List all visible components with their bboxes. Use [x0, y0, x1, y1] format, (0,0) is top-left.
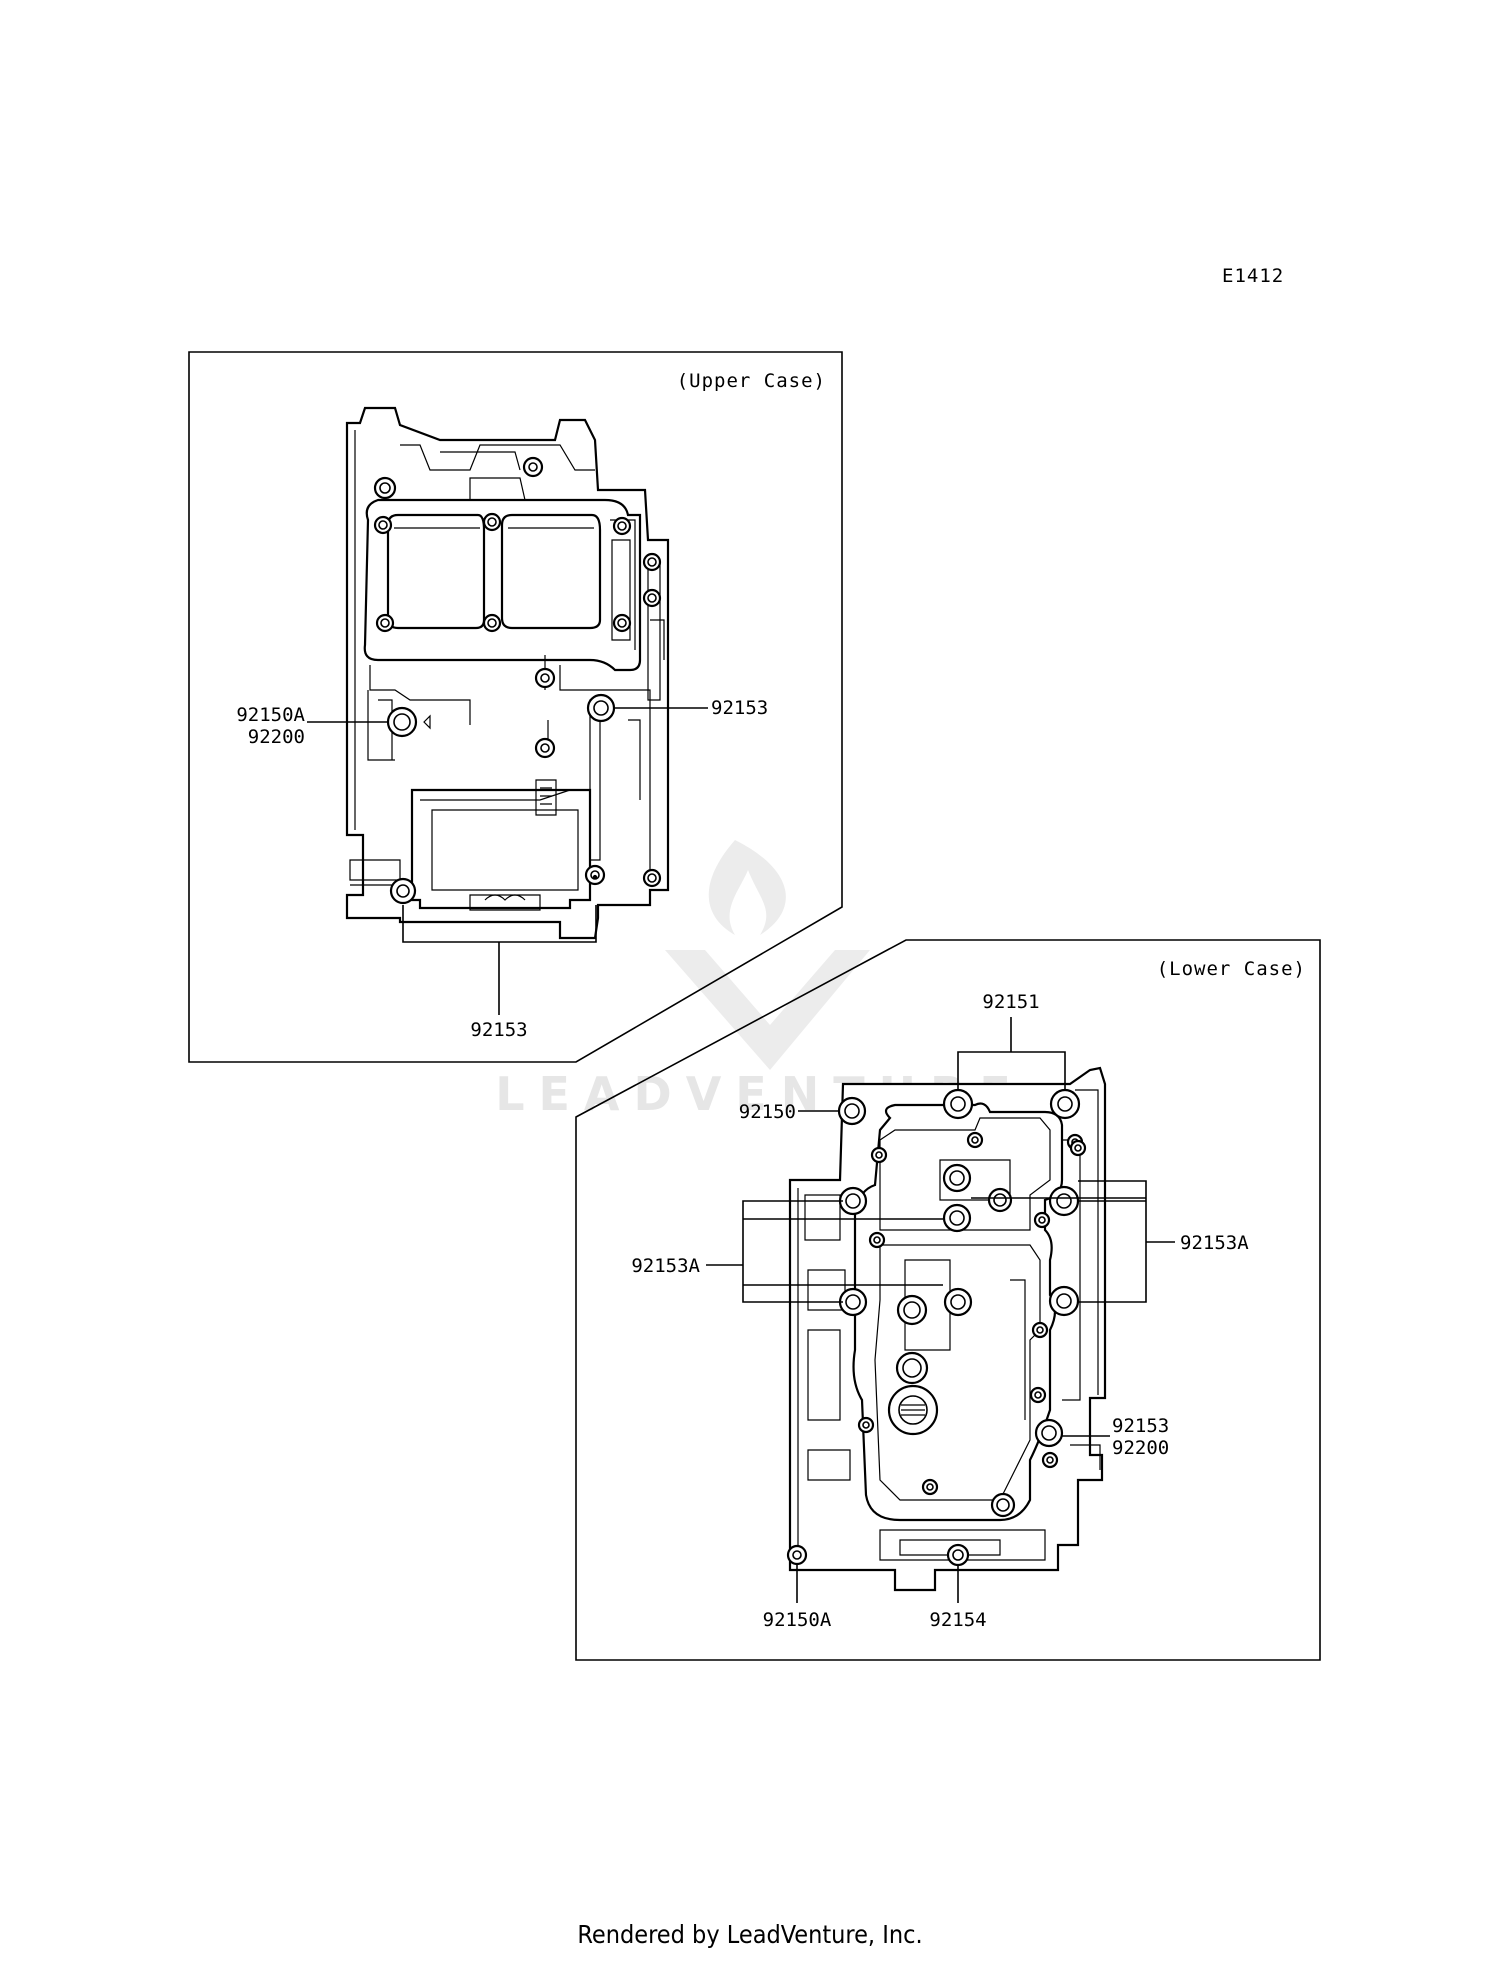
lower-label-92153A-left: 92153A: [631, 1255, 700, 1277]
lower-case-panel: (Lower Case): [575, 939, 1321, 1661]
upper-crankcase-drawing: [345, 406, 670, 940]
lower-small-bolts: [857, 1131, 1087, 1518]
upper-case-panel: (Upper Case): [188, 351, 843, 1063]
lower-label-92154: 92154: [929, 1609, 986, 1631]
lower-leader-right: [971, 1180, 1175, 1303]
upper-leader-bottom: [402, 905, 597, 1015]
lower-label-92150: 92150: [739, 1101, 796, 1123]
footer-credit: Rendered by LeadVenture, Inc.: [577, 1920, 923, 1949]
upper-case-frame: [188, 351, 843, 1063]
lower-leader-left: [706, 1200, 943, 1303]
upper-case-caption: (Upper Case): [677, 370, 826, 392]
upper-label-92153-bottom: 92153: [470, 1019, 527, 1041]
lower-label-92153A-right: 92153A: [1180, 1232, 1249, 1254]
upper-small-bolts: [373, 456, 662, 888]
lower-case-caption: (Lower Case): [1157, 958, 1306, 980]
lower-label-92200: 92200: [1112, 1437, 1169, 1459]
lower-crankcase-drawing: [786, 1066, 1107, 1592]
diagram-code: E1412: [1222, 265, 1284, 287]
lower-leader-top: [957, 1017, 1066, 1090]
lower-label-92151: 92151: [982, 991, 1039, 1013]
lower-label-92153: 92153: [1112, 1415, 1169, 1437]
upper-label-92200: 92200: [248, 726, 305, 748]
lower-label-92150A: 92150A: [763, 1609, 832, 1631]
lower-case-frame: [575, 939, 1321, 1661]
upper-label-92150A: 92150A: [236, 704, 305, 726]
upper-label-92153-right: 92153: [711, 697, 768, 719]
